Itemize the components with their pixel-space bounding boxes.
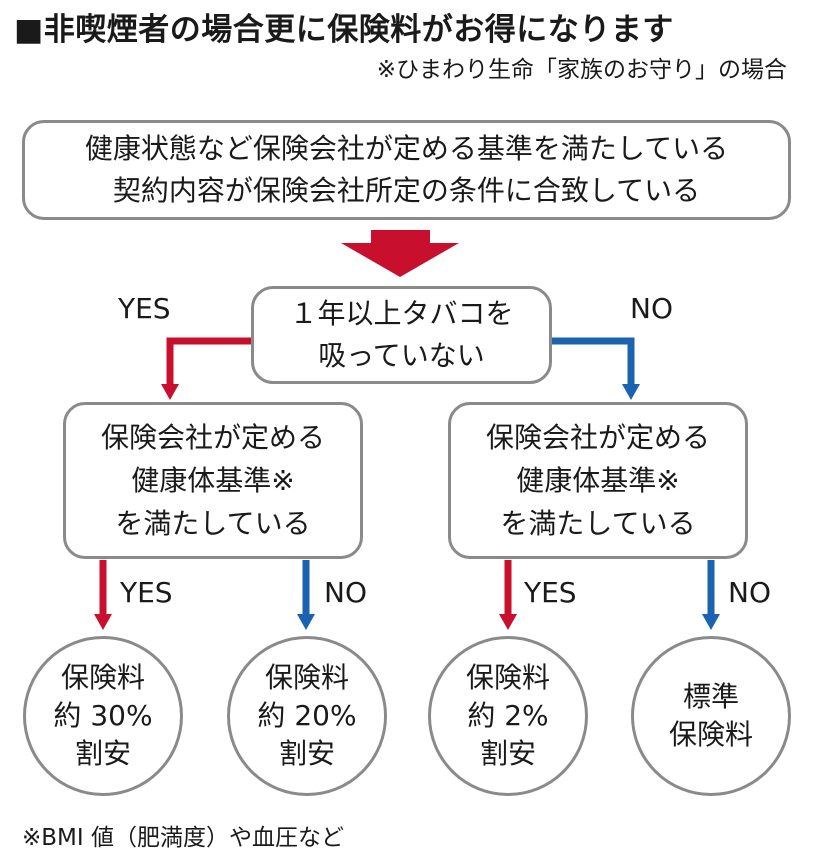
- left-box-line-3: を満たしている: [115, 507, 311, 540]
- subtitle: ※ひまわり生命「家族のお守り」の場合: [376, 57, 787, 83]
- result-1-line-3: 割安: [74, 737, 131, 770]
- big-down-arrow: [341, 230, 459, 277]
- result-3-line-3: 割安: [479, 737, 536, 770]
- result-4-line-1: 標準: [682, 680, 739, 713]
- result-3-line-2: 約 2%: [467, 699, 549, 732]
- right-box-line-3: を満たしている: [500, 507, 696, 540]
- right-box-line-1: 保険会社が定める: [485, 421, 710, 454]
- page-title: ■非喫煙者の場合更に保険料がお得になります: [14, 12, 674, 48]
- condition-line-2: 契約内容が保険会社所定の条件に合致している: [112, 174, 701, 207]
- result-1-line-2: 約 30%: [53, 699, 153, 732]
- label-left-yes: YES: [120, 576, 173, 609]
- result-circle-20: 保険料 約 20% 割安: [227, 636, 387, 796]
- arrow-right-yes-head: [499, 614, 517, 630]
- condition-line-1: 健康状態など保険会社が定める基準を満たしている: [84, 132, 729, 165]
- result-circle-2: 保険料 約 2% 割安: [428, 636, 588, 796]
- arrow-question-yes-head: [161, 384, 179, 400]
- left-box-line-2: 健康体基準※: [131, 464, 295, 497]
- arrow-question-yes: [166, 337, 251, 384]
- result-circle-standard: 標準 保険料: [631, 636, 791, 796]
- arrow-question-no-head: [622, 384, 640, 400]
- result-1-line-1: 保険料: [60, 661, 145, 694]
- arrow-right-no-head: [702, 614, 720, 630]
- label-question-yes: YES: [118, 292, 171, 325]
- health-standard-box-right: 保険会社が定める 健康体基準※ を満たしている: [448, 402, 748, 559]
- right-box-line-2: 健康体基準※: [516, 464, 680, 497]
- condition-box-top: 健康状態など保険会社が定める基準を満たしている 契約内容が保険会社所定の条件に合…: [22, 120, 791, 220]
- question-line-1: １年以上タバコを: [289, 297, 514, 330]
- smoking-question-box: １年以上タバコを 吸っていない: [251, 286, 552, 384]
- arrow-left-no-head: [297, 614, 315, 630]
- result-3-line-1: 保険料: [465, 661, 550, 694]
- left-box-line-1: 保険会社が定める: [100, 421, 325, 454]
- label-right-yes: YES: [524, 576, 577, 609]
- health-standard-box-left: 保険会社が定める 健康体基準※ を満たしている: [63, 402, 363, 559]
- arrow-question-no: [552, 337, 635, 384]
- arrow-left-yes-head: [94, 614, 112, 630]
- question-line-2: 吸っていない: [318, 339, 485, 372]
- result-2-line-1: 保険料: [264, 661, 349, 694]
- result-2-line-3: 割安: [278, 737, 335, 770]
- label-right-no: NO: [728, 576, 771, 609]
- label-left-no: NO: [324, 576, 367, 609]
- label-question-no: NO: [630, 292, 673, 325]
- result-circle-30: 保険料 約 30% 割安: [23, 636, 183, 796]
- result-2-line-2: 約 20%: [257, 699, 357, 732]
- footnote: ※BMI 値（肥満度）や血圧など: [22, 825, 344, 851]
- result-4-line-2: 保険料: [668, 718, 753, 751]
